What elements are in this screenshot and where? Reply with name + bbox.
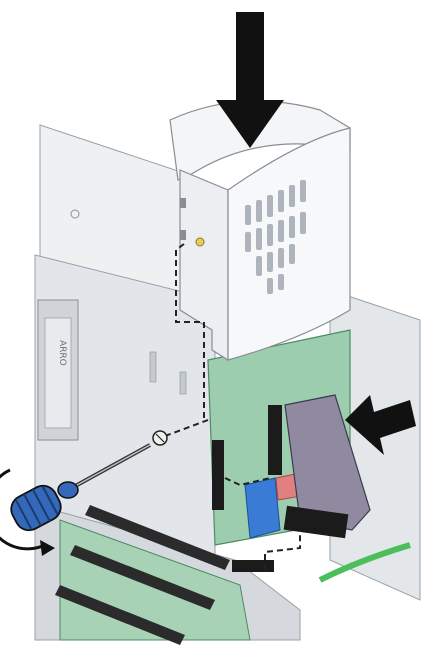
shroud-tab — [180, 198, 186, 208]
screwdriver-ferrule — [57, 481, 79, 499]
motherboard — [55, 505, 251, 645]
blue-retainer — [244, 477, 281, 539]
guide-line-connector — [224, 477, 271, 487]
chassis-slot — [179, 371, 187, 395]
shroud-curved-side — [227, 127, 351, 361]
air-shroud — [169, 100, 351, 362]
screw-icon — [152, 430, 168, 446]
riser-connector-mid — [268, 405, 282, 475]
guide-lines — [164, 243, 301, 570]
left-arrow-icon — [345, 395, 416, 455]
green-cable — [318, 542, 411, 583]
chassis-mount-point — [70, 209, 80, 219]
chassis-slot — [149, 351, 157, 383]
screwdriver-handle — [10, 484, 62, 532]
riser-connector-left — [212, 440, 224, 510]
drive-bay-inner — [44, 317, 72, 429]
shroud-vents — [245, 180, 306, 294]
rotation-arrow — [0, 468, 46, 551]
chassis-label: ARRO — [57, 340, 67, 366]
memory-slot — [70, 545, 215, 610]
memory-slot — [55, 585, 185, 645]
shroud-screw-hole — [195, 237, 205, 247]
guide-line-bottom — [264, 530, 301, 570]
shroud-tab — [180, 230, 186, 240]
rotation-arrow-head — [40, 540, 55, 556]
guide-line-shroud — [175, 243, 205, 420]
down-arrow-icon — [216, 12, 284, 148]
screwdriver-icon — [0, 443, 151, 556]
cable-body — [284, 394, 371, 531]
guide-line-screw — [164, 419, 209, 437]
riser-connector-bottom — [232, 560, 274, 572]
memory-slot — [85, 505, 230, 570]
